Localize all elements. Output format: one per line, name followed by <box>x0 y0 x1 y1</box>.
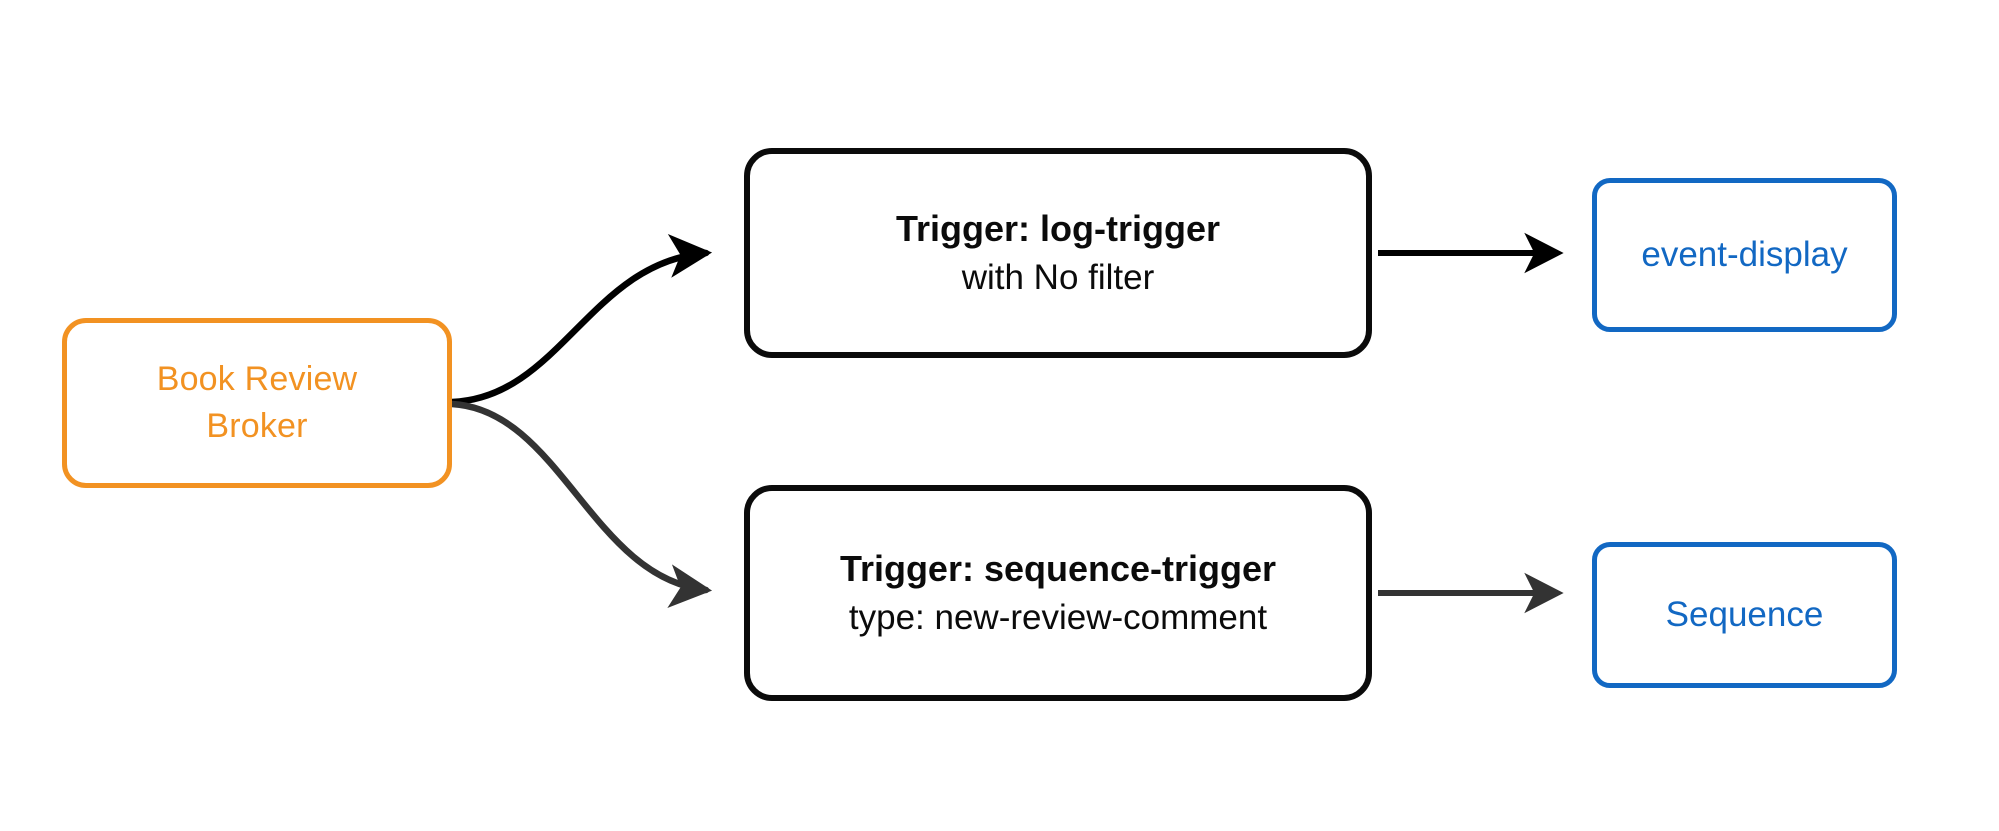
broker-label-line1: Book Review <box>156 360 358 398</box>
edge-broker-to-log-trigger <box>448 234 713 406</box>
node-sequence-trigger[interactable]: Trigger: sequence-trigger type: new-revi… <box>744 485 1372 701</box>
event-display-label: event-display <box>1641 235 1848 274</box>
sequence-trigger-title: Trigger: sequence-trigger <box>839 548 1277 589</box>
node-sequence[interactable]: Sequence <box>1592 542 1897 688</box>
node-event-display[interactable]: event-display <box>1592 178 1897 332</box>
edge-broker-to-sequence-trigger <box>448 400 713 608</box>
log-trigger-subtitle: with No filter <box>961 258 1155 297</box>
node-log-trigger[interactable]: Trigger: log-trigger with No filter <box>744 148 1372 358</box>
sequence-trigger-subtitle: type: new-review-comment <box>848 598 1268 637</box>
node-book-review-broker[interactable]: Book Review Broker <box>62 318 452 488</box>
log-trigger-title: Trigger: log-trigger <box>896 208 1220 249</box>
sequence-label: Sequence <box>1665 595 1824 634</box>
broker-label-line2: Broker <box>206 407 308 445</box>
